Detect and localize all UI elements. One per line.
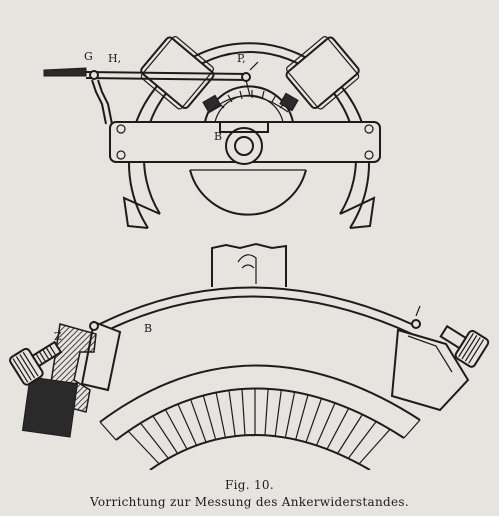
armature-segments: [127, 388, 391, 465]
lever-arm: [43, 61, 259, 125]
coil-right: [285, 35, 360, 110]
brush-left: [202, 94, 222, 114]
ring-end-left: [122, 196, 161, 229]
label-b-lower: B: [144, 322, 152, 335]
hub-inner: [234, 136, 254, 156]
label-z: Z: [54, 330, 62, 343]
armature-outer-arc: [99, 364, 421, 423]
label-g: G: [84, 50, 93, 63]
bow-spring-outer: [91, 286, 417, 329]
label-b-upper: B: [214, 130, 222, 143]
armature-mid-arc: [115, 387, 405, 441]
bow-spring-inner: [95, 295, 413, 337]
right-support: [390, 328, 470, 412]
lower-view: Z B: [9, 242, 490, 470]
brush-right: [279, 92, 299, 112]
figure-caption: Vorrichtung zur Messung des Ankerwiderst…: [90, 495, 409, 509]
figure-number: Fig. 10.: [225, 478, 274, 492]
ring-end-right: [339, 196, 376, 229]
label-h: H,: [108, 52, 121, 65]
armature-disk: [189, 169, 307, 216]
upper-view: G H, P, B: [43, 35, 381, 229]
hub-outer: [225, 127, 263, 165]
thumb-screw-left: [9, 340, 63, 386]
thumb-screw-right: [439, 324, 490, 368]
apparatus-diagram: G H, P, B: [9, 35, 490, 470]
label-p: P,: [237, 52, 246, 65]
clamp-plate: [21, 376, 79, 438]
armature-inner-arc: [149, 434, 371, 470]
